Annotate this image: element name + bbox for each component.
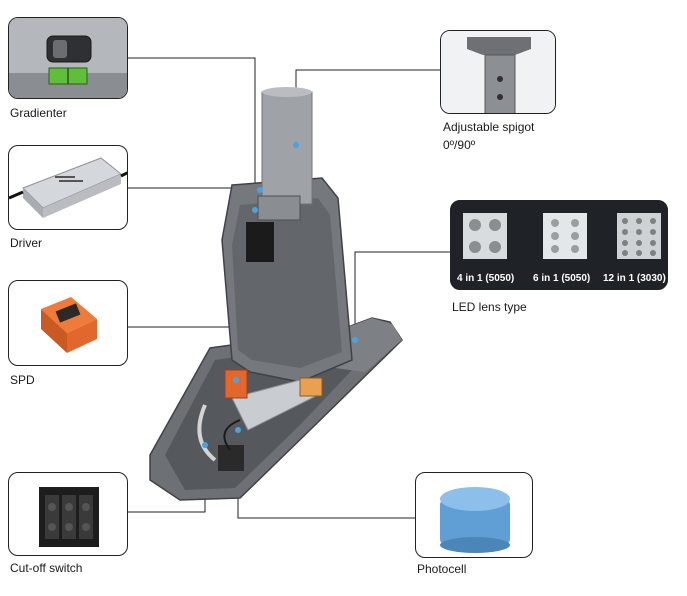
spigot-clamp [257, 195, 301, 221]
photocell-label: Photocell [417, 562, 467, 576]
spd-image [41, 297, 97, 353]
spd-label: SPD [10, 373, 35, 387]
lens-title-label: LED lens type [452, 300, 527, 314]
gradienter-image [9, 18, 127, 98]
lens-type-4in1: 4 in 1 (5050) [457, 273, 515, 284]
wire-black [223, 419, 241, 451]
photocell-image [440, 487, 510, 553]
cutoff-unit [218, 445, 244, 471]
driver-label: Driver [10, 236, 42, 250]
photocell-box [415, 472, 533, 558]
cable-gland [246, 222, 274, 262]
spd-unit [224, 369, 248, 399]
wire-grey [197, 404, 217, 462]
spigot-pole [261, 91, 313, 205]
terminal-block [299, 377, 323, 397]
lens-type-12in1: 12 in 1 (3030) [603, 273, 666, 284]
lens-images [463, 213, 661, 259]
spigot-label: Adjustable spigot [443, 120, 535, 134]
spigot-angle-label: 0º/90º [443, 138, 476, 152]
driver-box [8, 145, 128, 230]
cutoff-box [8, 472, 128, 556]
gradienter-line [128, 57, 256, 210]
cutoff-image [39, 487, 99, 547]
lens-box: 4 in 1 (5050) 6 in 1 (5050) 12 in 1 (303… [450, 200, 668, 290]
gradienter-box [8, 17, 128, 99]
cutoff-label: Cut-off switch [10, 561, 83, 575]
driver-image [9, 157, 127, 218]
spd-box [8, 280, 128, 366]
spigot-top [262, 87, 312, 97]
gradienter-label: Gradienter [10, 106, 67, 120]
lens-line [354, 251, 450, 340]
lens-type-6in1: 6 in 1 (5050) [533, 273, 591, 284]
spigot-box [440, 30, 556, 114]
spigot-image [441, 31, 555, 113]
